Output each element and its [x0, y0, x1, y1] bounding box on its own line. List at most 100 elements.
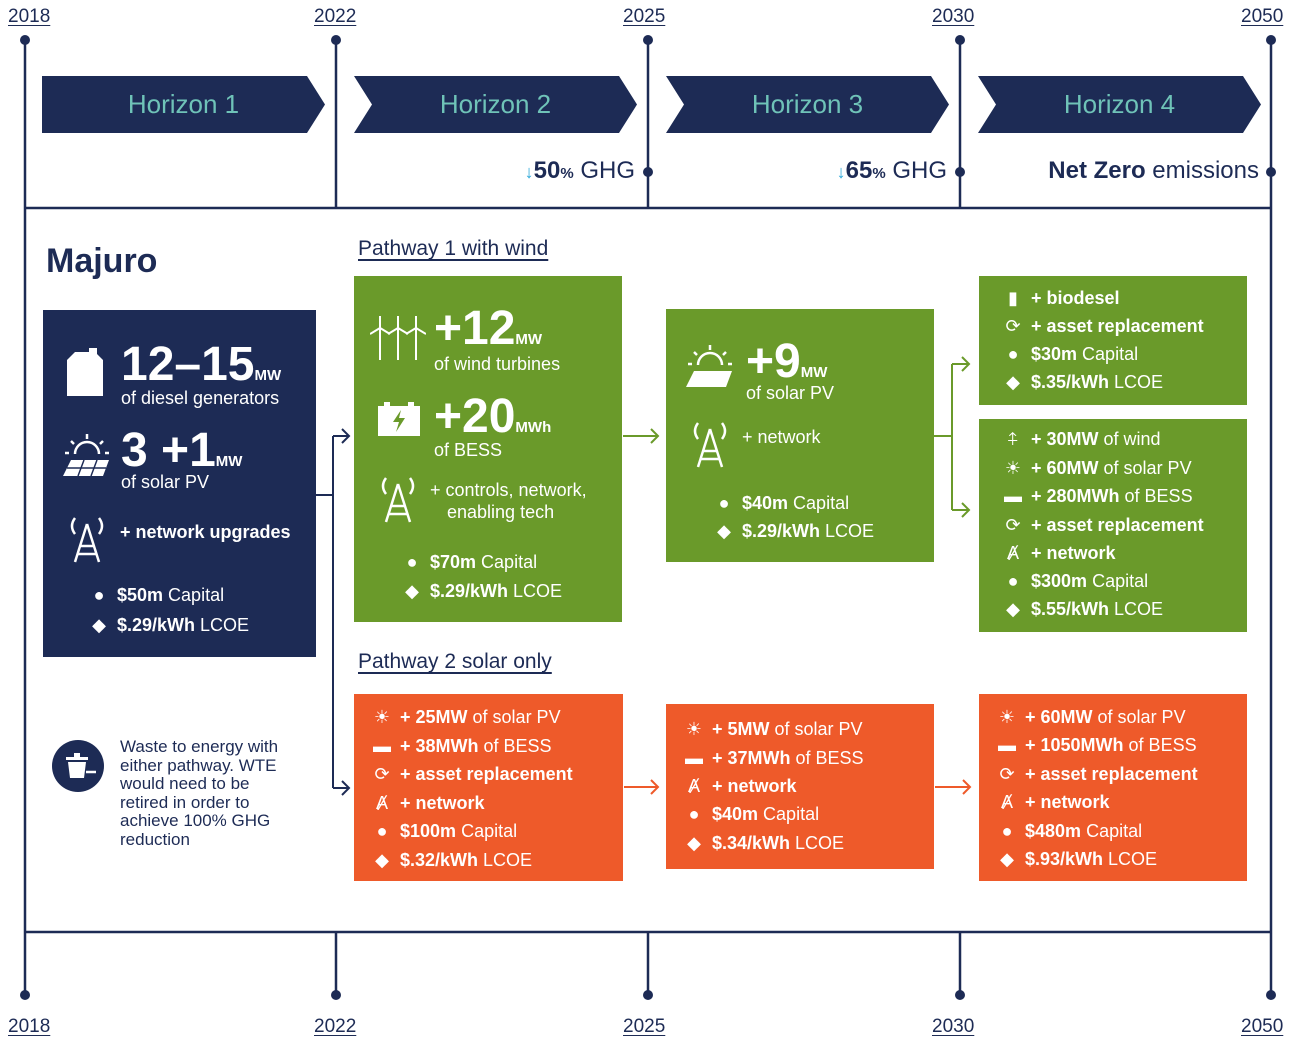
wind-turbine-icon: ⍏ [1007, 429, 1019, 449]
diesel-capacity: 12–15MW [121, 338, 282, 391]
pathway-1-label: Pathway 1 with wind [358, 237, 549, 260]
year-label-top-2030: 2030 [932, 6, 975, 27]
price-tag-icon: ◆ [375, 850, 389, 870]
year-label-top-2025: 2025 [623, 6, 666, 27]
network-tower-icon: Ⱥ [375, 793, 388, 813]
p1-s3a-lcoe: ◆$.35/kWh LCOE [1003, 372, 1163, 393]
horizon-1-chevron: Horizon 1 [42, 76, 325, 133]
p2-s3-lcoe: ◆$.93/kWh LCOE [997, 849, 1157, 870]
p1-wind-caption: of wind turbines [434, 354, 561, 374]
network-tower-icon: Ⱥ [1000, 792, 1013, 812]
solar-caption: of solar PV [121, 472, 210, 492]
p2-s2-capital: ●$40m Capital [684, 804, 820, 825]
dollar-icon: ● [376, 821, 388, 841]
solar-panel-icon: ☀ [685, 719, 703, 739]
fuel-can-icon: ▮ [1008, 288, 1018, 308]
p2-s3-solar: ☀+ 60MW of solar PV [998, 707, 1186, 727]
current-system-card: 12–15MW of diesel generators 3 +1MW of s… [43, 310, 316, 657]
battery-icon: ▬ [998, 735, 1016, 755]
pathway-1-horizon-2-card: +12MW of wind turbines +20MWh of BESS + … [354, 276, 622, 622]
waste-bin-icon [52, 740, 104, 792]
refresh-icon: ⟳ [1005, 316, 1021, 336]
dollar-icon: ● [1007, 344, 1019, 364]
pathway-2-horizon-4-card: ☀+ 60MW of solar PV ▬+ 1050MWh of BESS ⟳… [979, 694, 1247, 881]
battery-icon: ▬ [1004, 486, 1022, 506]
year-label-bottom-2030: 2030 [932, 1016, 975, 1037]
price-tag-icon: ◆ [1006, 372, 1020, 392]
dollar-icon: ● [1007, 571, 1019, 591]
pathway-2-horizon-3-card: ☀+ 5MW of solar PV ▬+ 37MWh of BESS Ⱥ+ n… [666, 704, 934, 869]
p2-s3-network: Ⱥ+ network [997, 792, 1110, 813]
p1-s3a-biodesel: ▮+ biodesel [1003, 288, 1120, 309]
diesel-caption: of diesel generators [121, 388, 280, 408]
p1-solar-caption: of solar PV [746, 383, 835, 403]
p2-s2-bess: ▬+ 37MWh of BESS [685, 748, 864, 768]
price-tag-icon: ◆ [717, 521, 731, 541]
p1-controls-line2: enabling tech [447, 502, 555, 522]
p2-s1-solar: ☀+ 25MW of solar PV [373, 707, 561, 727]
p1-s3b-network: Ⱥ+ network [1003, 543, 1116, 564]
dollar-icon: ● [1001, 821, 1013, 841]
horizon-1-label: Horizon 1 [127, 89, 240, 119]
fuel-can-icon [67, 348, 103, 396]
year-label-top-2050: 2050 [1241, 6, 1284, 27]
solar-panel-icon [63, 434, 109, 477]
p1-s3b-capital: ●$300m Capital [1003, 571, 1149, 592]
p2-s2-network: Ⱥ+ network [684, 776, 797, 797]
p1-bess-caption: of BESS [434, 440, 503, 460]
p2-s3-capital: ●$480m Capital [997, 821, 1143, 842]
p1-s2-lcoe: ◆$.29/kWh LCOE [714, 521, 874, 542]
pathway-1-horizon-4-option-a: ▮+ biodesel ⟳+ asset replacement ●$30m C… [979, 276, 1247, 405]
p1-s3b-wind: ⍏+ 30MW of wind [1003, 429, 1161, 450]
p1-s3a-capital: ●$30m Capital [1003, 344, 1139, 365]
p2-s1-bess: ▬+ 38MWh of BESS [373, 736, 552, 756]
solar-panel-icon: ☀ [373, 707, 391, 727]
battery-icon: ▬ [685, 748, 703, 768]
waste-to-energy-note: Waste to energy with either pathway. WTE… [120, 737, 279, 849]
p1-s3b-lcoe: ◆$.55/kWh LCOE [1003, 599, 1163, 620]
p1-solar-capacity: +9MW [746, 335, 828, 388]
dollar-icon: ● [718, 493, 730, 513]
dollar-icon: ● [93, 585, 105, 605]
p1-s3b-bess: ▬+ 280MWh of BESS [1004, 486, 1193, 506]
pathway-1-horizon-4-option-b: ⍏+ 30MW of wind ☀+ 60MW of solar PV ▬+ 2… [979, 419, 1247, 632]
p2-s1-capital: ●$100m Capital [372, 821, 518, 842]
p1-s2-capital: ●$40m Capital [714, 493, 850, 514]
horizon-3-chevron: Horizon 3 [666, 76, 949, 133]
horizon-4-chevron: Horizon 4 [978, 76, 1261, 133]
dollar-icon: ● [406, 552, 418, 572]
year-label-bottom-2022: 2022 [314, 1016, 357, 1037]
horizon-2-chevron: Horizon 2 [354, 76, 637, 133]
network-tower-icon: Ⱥ [1006, 543, 1019, 563]
p2-s1-network: Ⱥ+ network [372, 793, 485, 814]
refresh-icon: ⟳ [374, 764, 390, 784]
price-tag-icon: ◆ [1006, 599, 1020, 619]
ghg-target-horizon-3: ↓65% GHG [836, 157, 947, 184]
current-lcoe: ◆$.29/kWh LCOE [89, 615, 249, 636]
battery-icon [378, 402, 420, 436]
pathway-2-label: Pathway 2 solar only [358, 650, 552, 673]
horizon-3-label: Horizon 3 [751, 89, 864, 119]
year-label-top-2022: 2022 [314, 6, 357, 27]
battery-icon: ▬ [373, 736, 391, 756]
pathway-1-horizon-3-card: +9MW of solar PV + network ●$40m Capital… [666, 309, 934, 562]
horizon-2-label: Horizon 2 [439, 89, 552, 119]
p1-controls: + controls, network, [430, 480, 587, 500]
horizon-4-label: Horizon 4 [1063, 89, 1176, 119]
p1-s3b-solar: ☀+ 60MW of solar PV [1004, 458, 1192, 478]
solar-panel-icon: ☀ [1004, 458, 1022, 478]
pathway-2-horizon-2-card: ☀+ 25MW of solar PV ▬+ 38MWh of BESS ⟳+ … [354, 694, 623, 881]
p1-s2-network: + network [742, 427, 821, 447]
refresh-icon: ⟳ [999, 764, 1015, 784]
p1-s1-lcoe: ◆$.29/kWh LCOE [402, 581, 562, 602]
price-tag-icon: ◆ [405, 581, 419, 601]
year-label-bottom-2018: 2018 [8, 1016, 51, 1037]
p1-s3b-asset: ⟳+ asset replacement [1003, 515, 1203, 536]
solar-capacity: 3 +1MW [121, 424, 243, 477]
year-label-top-2018: 2018 [8, 6, 51, 27]
location-title: Majuro [46, 242, 158, 280]
network-tower-icon [693, 422, 727, 468]
p1-s3a-asset: ⟳+ asset replacement [1003, 316, 1203, 337]
network-tower-icon [381, 477, 415, 523]
